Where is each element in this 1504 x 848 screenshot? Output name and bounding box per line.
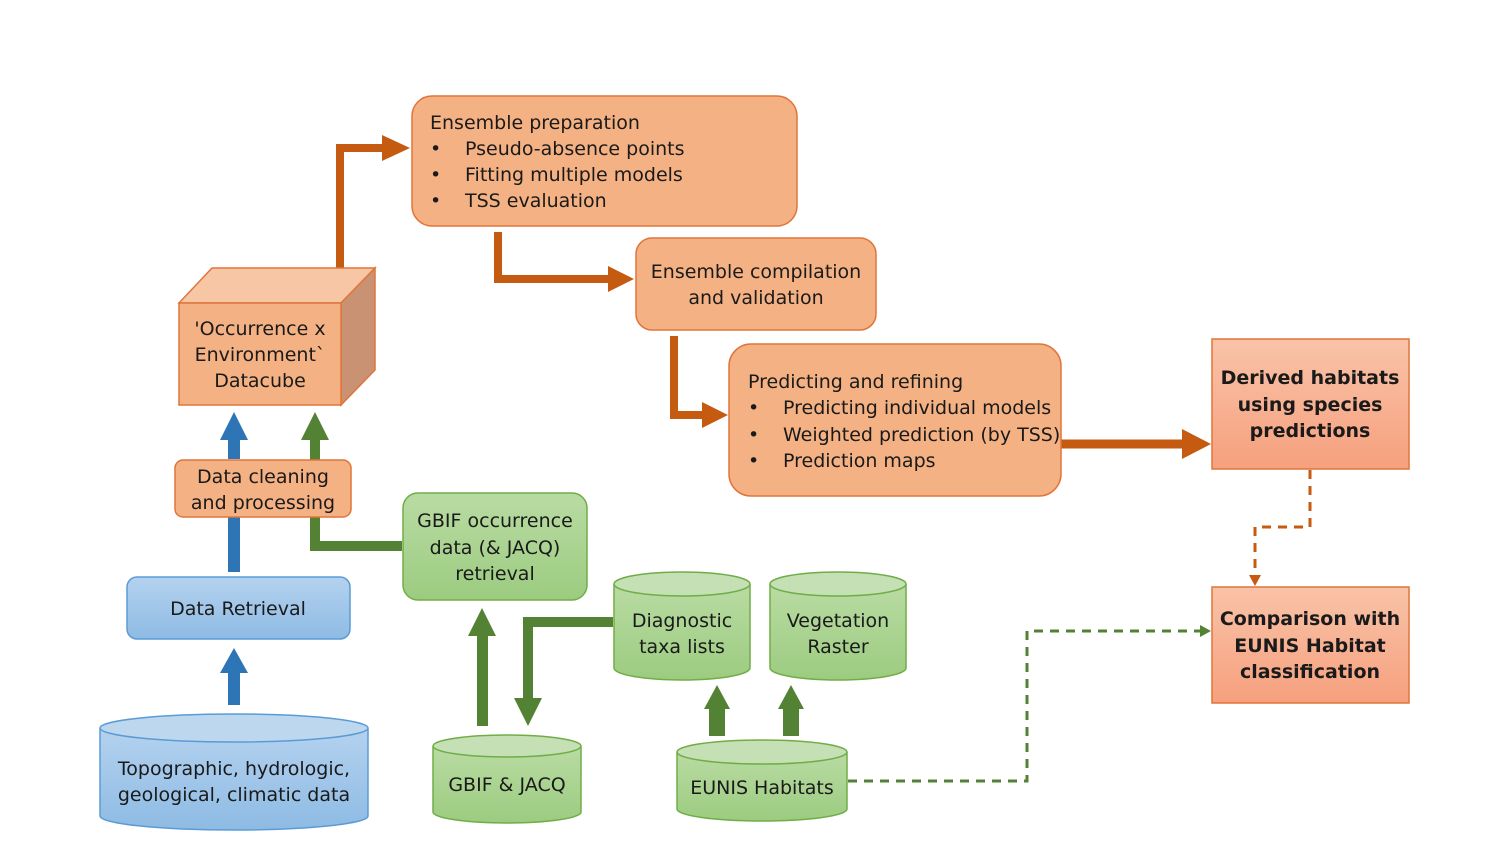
predicting-bullet: Predicting individual models (783, 397, 1051, 419)
bullet-char: • (748, 450, 759, 472)
node-datacube: 'Occurrence x Environment` Datacube (177, 266, 377, 407)
connector-datacube-to-ensemble-prep (336, 135, 410, 268)
derived-line: Derived habitats (1221, 367, 1400, 389)
node-data-retrieval: Data Retrieval (126, 576, 351, 640)
comparison-line: Comparison with (1220, 608, 1400, 630)
derived-line: using species (1238, 394, 1383, 416)
connector-eunis-to-diagnostic (704, 685, 730, 736)
comparison-line: EUNIS Habitat (1234, 635, 1386, 657)
predicting-bullet: Weighted prediction (by TSS) (783, 424, 1060, 446)
node-diagnostic-taxa: Diagnostic taxa lists (613, 571, 751, 681)
vegetation-line: Raster (807, 636, 868, 658)
topo-line: Topographic, hydrologic, (117, 758, 350, 780)
node-comparison-eunis: Comparison with EUNIS Habitat classifica… (1211, 586, 1410, 704)
compilation-line: and validation (688, 287, 823, 309)
bullet-char: • (430, 138, 441, 160)
node-vegetation-raster: Vegetation Raster (769, 571, 907, 681)
derived-line: predictions (1250, 420, 1371, 442)
gbif-jacq-line: GBIF & JACQ (448, 774, 565, 796)
node-data-cleaning: Data cleaning and processing (174, 459, 352, 518)
cleaning-line: Data cleaning (197, 466, 329, 488)
node-predicting-refining: Predicting and refining • Predicting ind… (728, 343, 1062, 497)
node-ensemble-preparation: Ensemble preparation • Pseudo-absence po… (411, 95, 798, 227)
connector-gbif-jacq-to-gbif-retrieval (468, 608, 496, 726)
connector-retrieval-to-cleaning (228, 516, 240, 572)
node-topographic-data: Topographic, hydrologic, geological, cli… (99, 713, 369, 831)
bullet-char: • (430, 164, 441, 186)
connector-diagnostic-to-gbif-jacq (514, 617, 613, 726)
gbif-retrieval-line: GBIF occurrence (417, 510, 573, 532)
node-gbif-jacq: GBIF & JACQ (432, 734, 582, 824)
connector-topo-to-retrieval (220, 648, 248, 705)
bullet-char: • (748, 424, 759, 446)
datacube-line: Datacube (214, 370, 306, 392)
connector-cleaning-to-datacube (220, 412, 248, 459)
connector-compilation-to-predicting (670, 336, 728, 428)
connector-eunis-to-vegetation (778, 685, 804, 736)
cleaning-line: and processing (191, 492, 335, 514)
predicting-title: Predicting and refining (748, 371, 963, 393)
eunis-line: EUNIS Habitats (690, 777, 834, 799)
topo-line: geological, climatic data (118, 784, 350, 806)
predicting-bullet: Prediction maps (783, 450, 936, 472)
node-ensemble-compilation: Ensemble compilation and validation (635, 237, 877, 331)
gbif-retrieval-line: retrieval (455, 563, 534, 585)
node-eunis-habitats: EUNIS Habitats (676, 739, 848, 822)
comparison-line: classification (1240, 661, 1380, 683)
retrieval-line: Data Retrieval (170, 598, 306, 620)
ensemble-prep-bullet: Pseudo-absence points (465, 138, 685, 160)
connector-ensemble-prep-to-compilation (494, 232, 634, 292)
ensemble-prep-title: Ensemble preparation (430, 112, 640, 134)
gbif-retrieval-line: data (& JACQ) (430, 537, 561, 559)
connector-eunis-to-comparison (848, 625, 1211, 783)
compilation-line: Ensemble compilation (651, 261, 861, 283)
connector-derived-to-comparison (1249, 470, 1312, 586)
ensemble-prep-bullet: Fitting multiple models (465, 164, 683, 186)
connector-predicting-to-derived (1061, 429, 1211, 459)
ensemble-prep-bullet: TSS evaluation (464, 190, 607, 212)
datacube-line: 'Occurrence x (194, 318, 325, 340)
bullet-char: • (748, 397, 759, 419)
node-gbif-retrieval: GBIF occurrence data (& JACQ) retrieval (402, 492, 588, 601)
vegetation-line: Vegetation (787, 610, 889, 632)
datacube-line: Environment` (195, 344, 326, 366)
diagnostic-line: Diagnostic (632, 610, 732, 632)
bullet-char: • (430, 190, 441, 212)
diagnostic-line: taxa lists (639, 636, 725, 658)
node-derived-habitats: Derived habitats using species predictio… (1211, 338, 1410, 470)
